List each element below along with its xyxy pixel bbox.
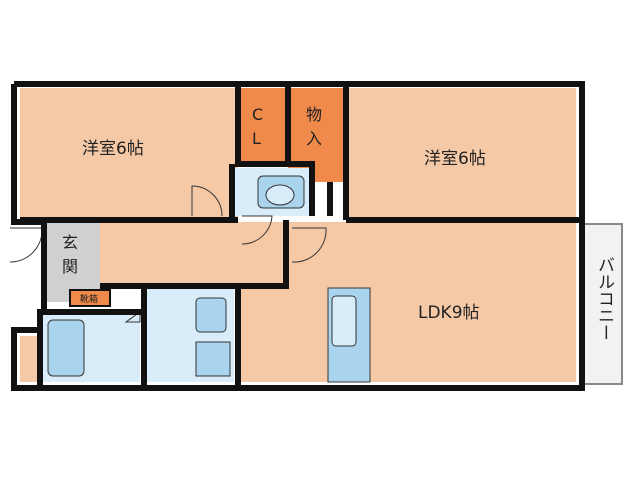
western-room-left	[20, 88, 238, 218]
toilet-bowl-icon	[265, 184, 295, 206]
shoe-cabinet-label: 靴箱	[80, 293, 98, 305]
closet-label-c: C	[252, 105, 263, 124]
washing-machine-icon	[195, 341, 231, 377]
entrance-label-2: 関	[62, 257, 78, 276]
walls	[11, 81, 585, 391]
ldk-label: LDK9帖	[418, 303, 480, 323]
storage-label-2: 入	[306, 129, 322, 148]
closet-label-l: L	[252, 129, 261, 148]
western-room-right	[346, 88, 576, 218]
balcony-label: バルコニー	[594, 256, 614, 341]
door-swing-ldk	[291, 227, 327, 263]
western-room-left-label: 洋室6帖	[82, 139, 144, 159]
door-swing-entrance	[9, 227, 43, 263]
closet-small	[20, 336, 40, 382]
closet	[238, 88, 288, 164]
bathtub-icon	[47, 319, 85, 377]
kitchen-sink-icon	[331, 295, 357, 347]
entrance-label-1: 玄	[62, 233, 78, 252]
entrance	[44, 222, 100, 302]
washbasin-icon	[195, 297, 227, 333]
door-swing-left-room	[191, 185, 223, 217]
door-swing-toilet	[241, 215, 273, 245]
storage-label-1: 物	[306, 105, 322, 124]
western-room-right-label: 洋室6帖	[424, 149, 486, 169]
door-swing-bath	[124, 311, 141, 323]
shoe-cabinet	[69, 289, 111, 307]
ldk-room-upper	[290, 222, 576, 284]
